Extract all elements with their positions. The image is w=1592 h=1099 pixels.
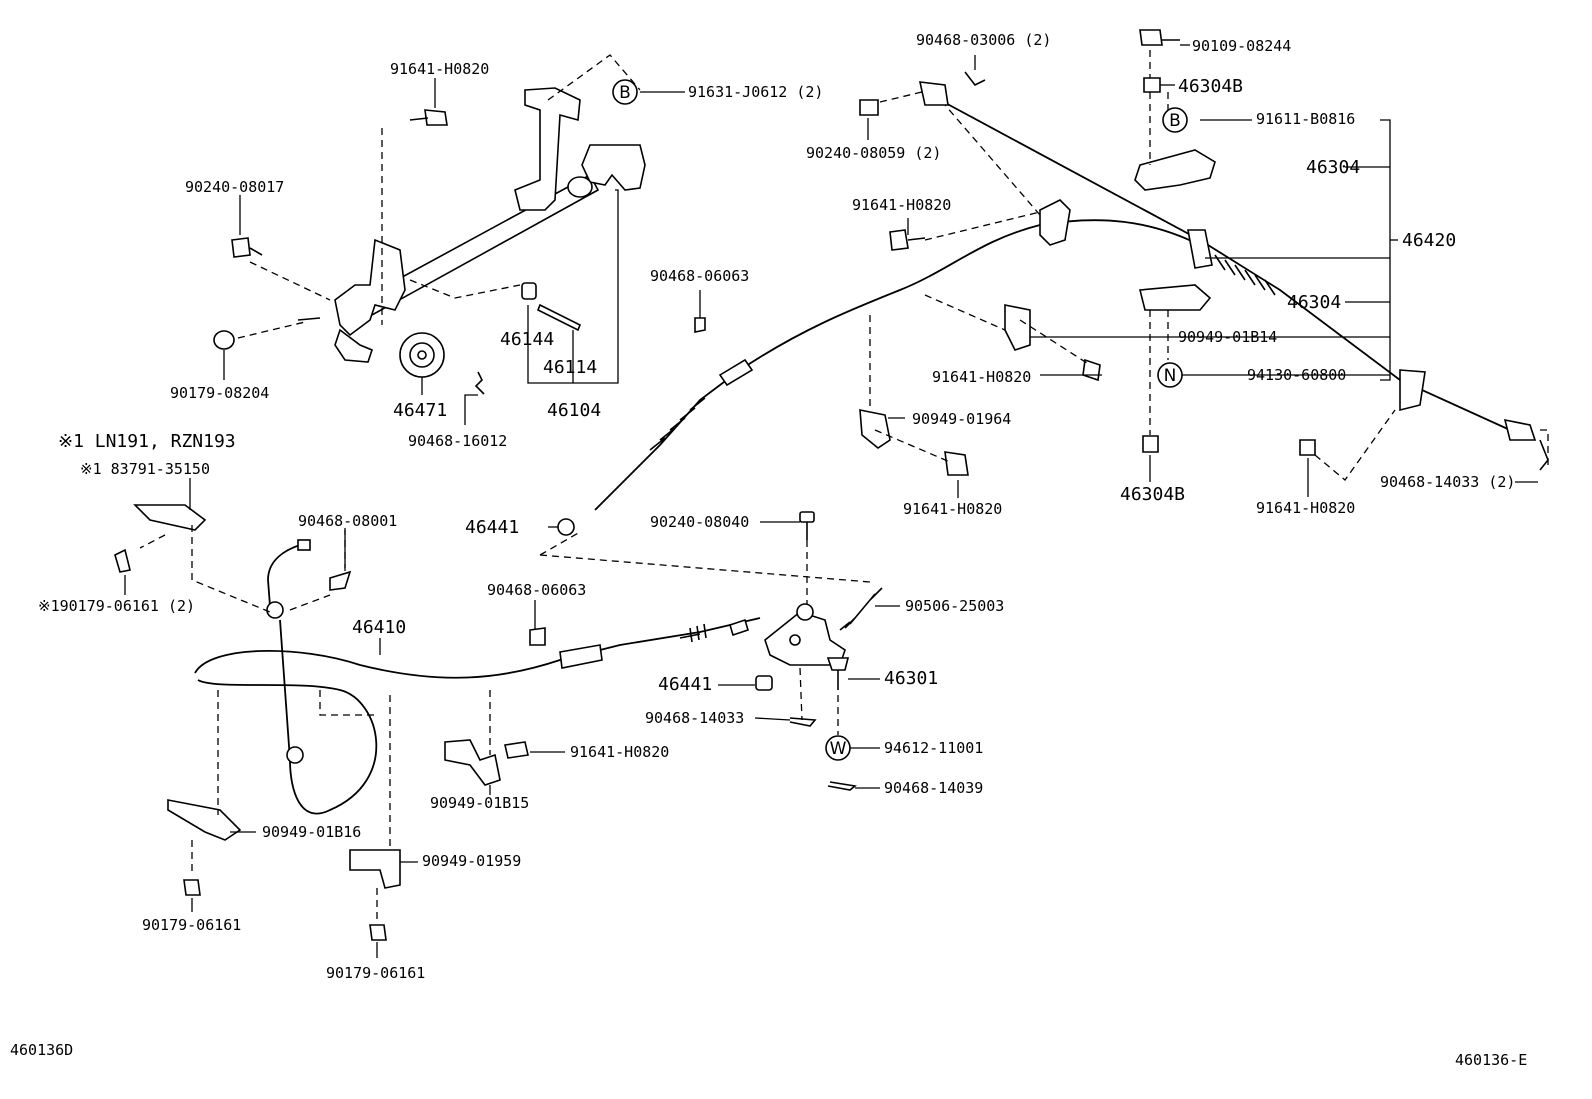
label-90179-06161-b: 90179-06161	[326, 964, 425, 982]
leader-lines-rear	[869, 50, 1549, 481]
equalizer-assembly	[557, 511, 883, 791]
label-46471: 46471	[393, 400, 447, 421]
label-90468-06063-a: 90468-06063	[650, 267, 749, 285]
callout-w-text: W	[830, 739, 847, 759]
callout-n-text: N	[1164, 366, 1177, 386]
callout-b-left: B	[612, 79, 638, 105]
leader-lines-equalizer	[539, 531, 871, 735]
label-91641-h0820-f: 91641-H0820	[1256, 499, 1355, 517]
label-90468-03006: 90468-03006 (2)	[916, 31, 1051, 49]
label-90468-08001: 90468-08001	[298, 512, 397, 530]
label-90949-01b16: 90949-01B16	[262, 823, 361, 841]
label-46441-a: 46441	[465, 517, 519, 538]
label-46304-a: 46304	[1306, 157, 1360, 178]
label-46114: 46114	[543, 357, 597, 378]
label-46304-b: 46304	[1287, 292, 1341, 313]
label-note-models: ※1 LN191, RZN193	[58, 431, 236, 452]
label-90179-08204: 90179-08204	[170, 384, 269, 402]
label-leaders	[124, 44, 1538, 958]
label-46301: 46301	[884, 668, 938, 689]
label-90949-01b15: 90949-01B15	[430, 794, 529, 812]
label-note-83791-35150: ※1 83791-35150	[80, 460, 210, 478]
callout-n: N	[1157, 362, 1183, 388]
leader-lines-front-cable	[139, 525, 491, 922]
label-90468-14033-b: 90468-14033 (2)	[1380, 473, 1515, 491]
label-94612-11001: 94612-11001	[884, 739, 983, 757]
label-note-90179-06161: ※190179-06161 (2)	[38, 597, 195, 615]
label-46144: 46144	[500, 329, 554, 350]
label-90240-08040: 90240-08040	[650, 513, 749, 531]
label-46304b-b: 46304B	[1120, 484, 1185, 505]
label-90468-06063-b: 90468-06063	[487, 581, 586, 599]
label-90949-01b14: 90949-01B14	[1178, 328, 1277, 346]
callout-b-right: B	[1162, 107, 1188, 133]
label-90240-08017: 90240-08017	[185, 178, 284, 196]
label-91641-h0820-e: 91641-H0820	[903, 500, 1002, 518]
label-90468-14039: 90468-14039	[884, 779, 983, 797]
label-46441-b: 46441	[658, 674, 712, 695]
label-90468-14033-a: 90468-14033	[645, 709, 744, 727]
label-46104: 46104	[547, 400, 601, 421]
label-91641-h0820-a: 91641-H0820	[390, 60, 489, 78]
label-94130-60800: 94130-60800	[1247, 366, 1346, 384]
callout-b-right-text: B	[1169, 111, 1181, 131]
parking-brake-lever-assembly	[213, 87, 646, 395]
label-90179-06161-a: 90179-06161	[142, 916, 241, 934]
label-90949-01959: 90949-01959	[422, 852, 521, 870]
part-number-labels: 91641-H0820 91631-J0612 (2) 90240-08017 …	[10, 31, 1527, 1069]
label-46410: 46410	[352, 617, 406, 638]
label-46420: 46420	[1402, 230, 1456, 251]
label-91631-j0612: 91631-J0612 (2)	[688, 83, 823, 101]
label-91641-h0820-d: 91641-H0820	[932, 368, 1031, 386]
footer-left-code: 460136D	[10, 1041, 73, 1059]
leader-lines-lever	[237, 54, 641, 384]
callout-b-left-text: B	[619, 83, 631, 103]
bracket-46420	[1030, 119, 1398, 381]
footer-right-code: 460136-E	[1455, 1051, 1527, 1069]
label-90109-08244: 90109-08244	[1192, 37, 1291, 55]
label-90506-25003: 90506-25003	[905, 597, 1004, 615]
label-46304b-a: 46304B	[1178, 76, 1243, 97]
label-91611-b0816: 91611-B0816	[1256, 110, 1355, 128]
label-90240-08059: 90240-08059 (2)	[806, 144, 941, 162]
front-cable-46410	[114, 504, 761, 941]
label-91641-h0820-c: 91641-H0820	[852, 196, 951, 214]
callout-w: W	[825, 735, 851, 761]
label-90949-01964: 90949-01964	[912, 410, 1011, 428]
label-90468-16012: 90468-16012	[408, 432, 507, 450]
label-91641-h0820-b: 91641-H0820	[570, 743, 669, 761]
